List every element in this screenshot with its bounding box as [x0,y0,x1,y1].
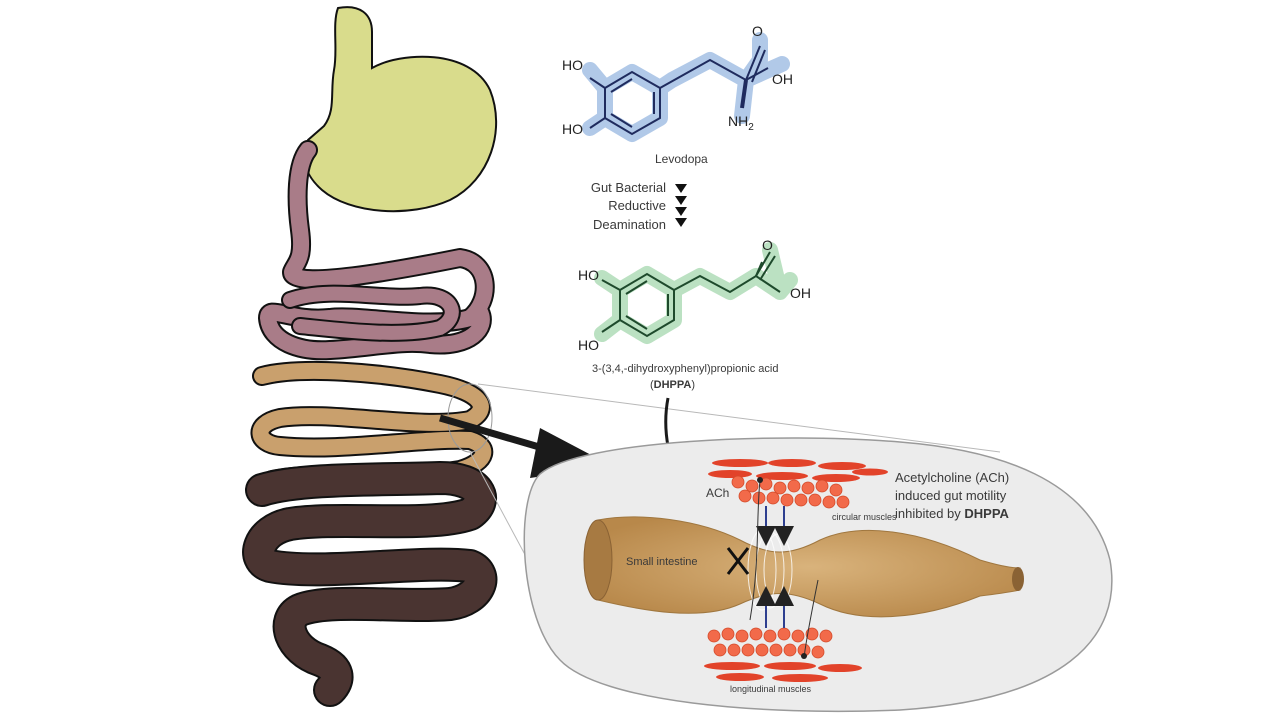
dhppa-oh: OH [790,285,811,301]
small-intestine-label: Small intestine [626,556,698,568]
zoom-line-top [477,383,1001,453]
inset-panel: ACh Small intestine circular muscles lon… [523,437,1113,713]
circular-muscle-bands [708,459,888,509]
levodopa-bonds [589,45,769,136]
jejunum-loop-fill [283,286,459,340]
nerve-ending-2 [801,653,807,659]
conversion-arrows-icon [675,184,687,227]
conversion-line1: Gut Bacterial [591,180,666,195]
levodopa-structure: HO HO OH O NH2 Levodopa [562,23,793,166]
conversion-step: Gut Bacterial Reductive Deamination [591,180,687,232]
stomach [303,6,498,213]
longitudinal-muscle-fibers [704,662,862,682]
circular-muscle-fibers [708,459,888,482]
levodopa-name: Levodopa [655,152,708,166]
levodopa-ho-bottom: HO [562,121,583,137]
levodopa-o: O [752,23,763,39]
intestine-tube-opening-right [1012,567,1024,591]
longitudinal-muscles-label: longitudinal muscles [730,684,812,694]
dhppa-structure: HO HO OH O 3-(3,4,-dihydroxyphenyl)propi… [578,237,811,391]
dhppa-ho-bottom: HO [578,337,599,353]
nerve-fiber-1 [749,479,761,621]
dhppa-name-line1: 3-(3,4,-dihydroxyphenyl)propionic acid [592,363,778,375]
conversion-line2: Reductive [608,198,666,213]
dhppa-ho-top: HO [578,267,599,283]
duodenum-fill [260,142,493,359]
nerve-fiber-2 [803,579,819,659]
dhppa-name-line2: (DHPPA) [650,379,695,391]
caption-line2: induced gut motility [895,488,1007,503]
circular-muscle-cells [731,475,850,509]
circular-muscles-label: circular muscles [832,512,897,522]
levodopa-oh: OH [772,71,793,87]
intestine-tube-opening-left [583,519,613,601]
contraction-arrows [756,506,794,628]
conversion-line3: Deamination [593,217,666,232]
gut-anatomy [242,6,498,707]
nerve-fibers [749,479,819,659]
dhppa-o: O [762,237,773,253]
caption-line1: Acetylcholine (ACh) [895,470,1009,485]
caption-line3: inhibited by DHPPA [895,506,1010,521]
intestine-tube [583,516,1024,618]
ach-label: ACh [706,486,729,500]
large-intestine-fill [244,463,496,705]
dhppa-bonds [601,251,781,338]
inhibition-x-icon [726,547,750,575]
levodopa-ho-top: HO [562,57,583,73]
nerve-ending-1 [757,477,763,483]
levodopa-nh2: NH2 [728,113,754,133]
